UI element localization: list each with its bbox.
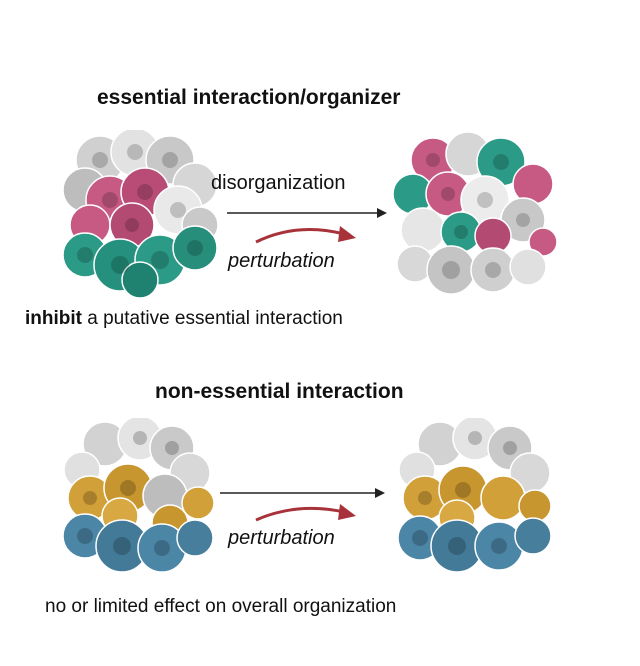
bottom-panel-caption: no or limited effect on overall organiza… xyxy=(45,596,397,617)
perturbation-curved-arrow-top xyxy=(255,226,356,244)
disorganization-arrow xyxy=(227,208,387,218)
disorganization-label: disorganization xyxy=(211,172,346,194)
top-panel-caption: inhibit a putative essential interaction xyxy=(25,308,343,330)
caption-bold-word: inhibit xyxy=(25,308,82,329)
perturbation-label-bottom: perturbation xyxy=(228,527,335,549)
perturbation-curved-arrow-bottom xyxy=(255,504,356,522)
caption-rest: a putative essential interaction xyxy=(81,308,343,329)
bottom-panel-title: non-essential interaction xyxy=(155,380,404,403)
organized-cell-aggregate-bottom-left xyxy=(62,418,215,573)
top-panel-title: essential interaction/organizer xyxy=(97,86,401,109)
no-effect-arrow xyxy=(220,488,385,498)
perturbation-label-top: perturbation xyxy=(228,250,335,272)
organized-cell-aggregate-top xyxy=(62,130,219,299)
organized-cell-aggregate-bottom-right xyxy=(397,418,552,573)
disorganized-cell-aggregate xyxy=(393,132,558,295)
